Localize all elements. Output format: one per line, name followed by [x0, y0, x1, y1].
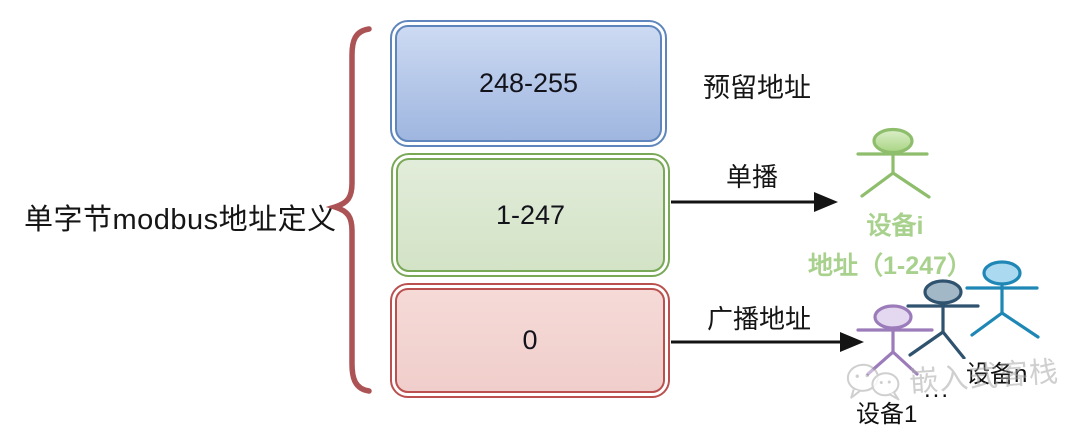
box-unicast-range: 1-247 [391, 153, 670, 277]
watermark-text: 嵌入式客栈 [908, 356, 1061, 399]
broadcast-range-value: 0 [395, 288, 665, 393]
device-i-label: 设备i [866, 212, 924, 240]
device-n-actor-icon [965, 260, 1040, 339]
wechat-bubbles-icon [846, 363, 900, 401]
device-1-actor-icon [856, 304, 934, 376]
unicast-arrow [671, 192, 838, 212]
box-reserved-range: 248-255 [390, 20, 667, 147]
reserved-range-value: 248-255 [395, 25, 662, 142]
broadcast-arrow-label: 广播地址 [707, 304, 812, 334]
devices-ellipsis: ... [924, 376, 951, 403]
curly-brace [325, 26, 372, 394]
device-1-label: 设备1 [856, 401, 918, 428]
reserved-address-label: 预留地址 [703, 73, 811, 103]
device-n-label: 设备n [966, 361, 1028, 388]
unicast-arrow-label: 单播 [726, 162, 779, 192]
watermark: 嵌入式客栈 [842, 344, 1080, 408]
device-middle-actor-icon [906, 279, 980, 359]
unicast-range-value: 1-247 [396, 158, 665, 272]
box-broadcast-range: 0 [390, 283, 670, 398]
device-i-actor-icon [856, 127, 931, 199]
device-i-address-label: 地址（1-247） [808, 252, 972, 280]
main-label: 单字节modbus地址定义 [24, 204, 337, 236]
